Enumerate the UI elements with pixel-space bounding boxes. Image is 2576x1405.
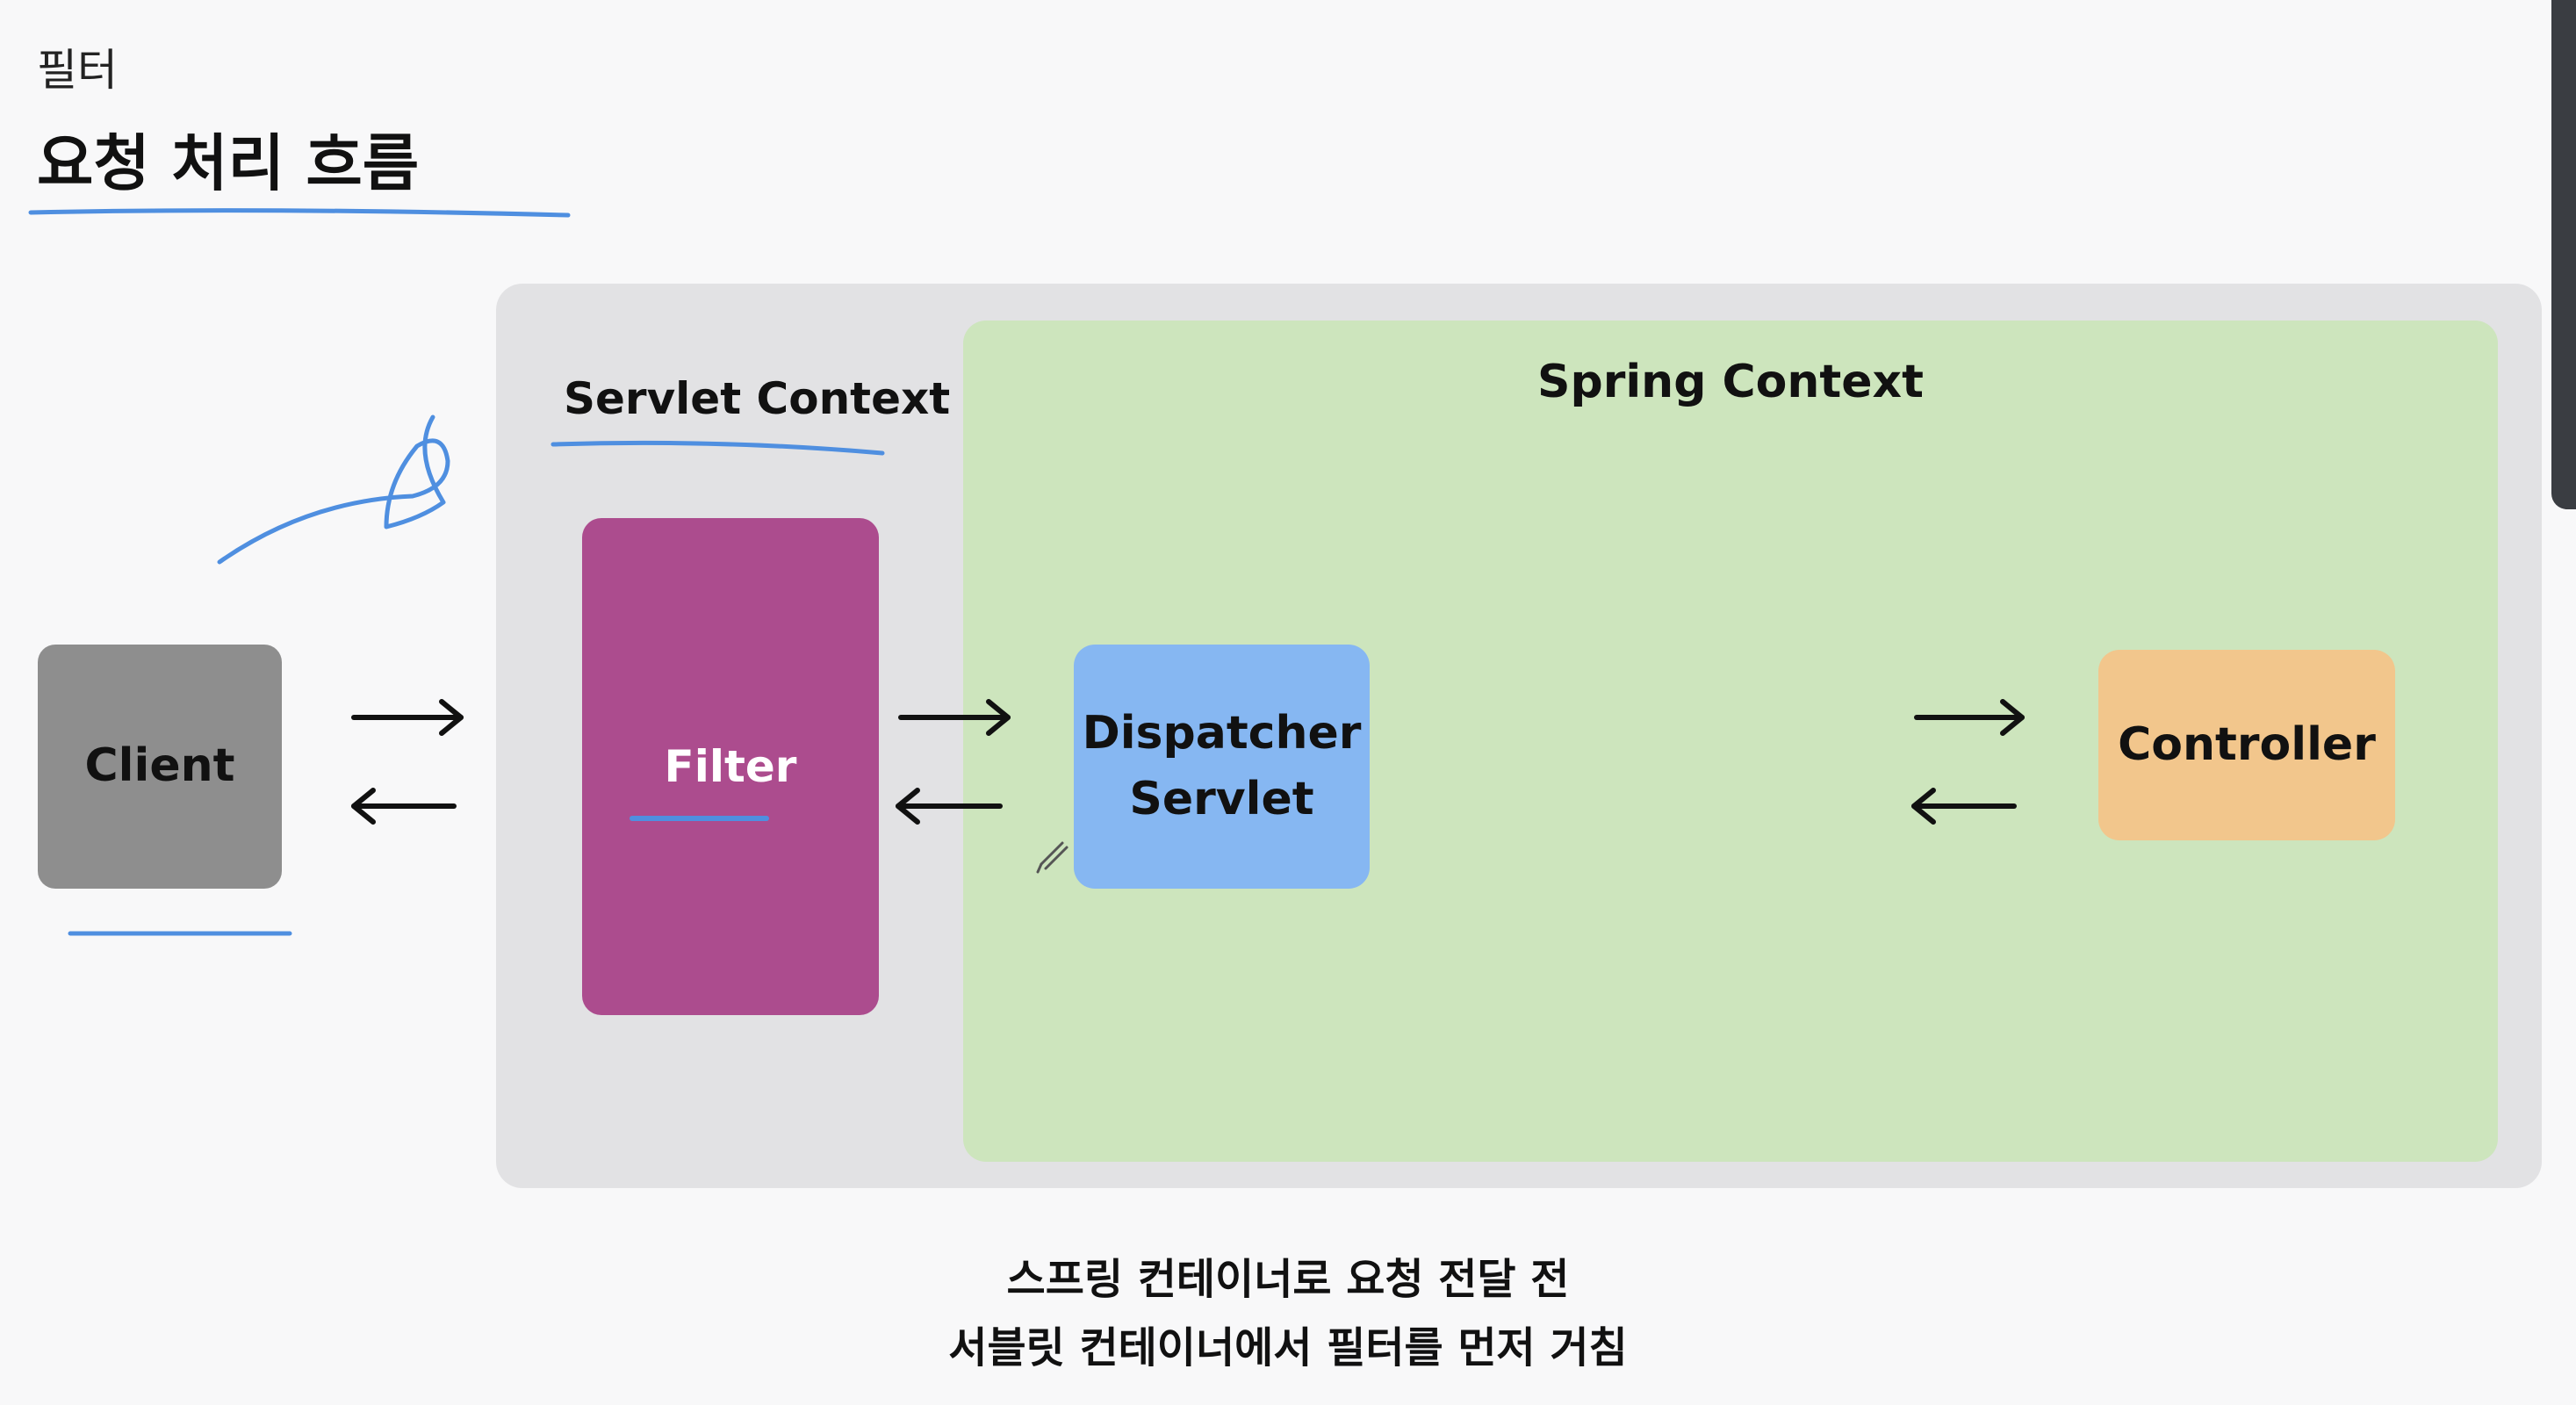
arrow-client-to-filter: [351, 699, 464, 736]
controller-node: Controller: [2098, 650, 2395, 840]
caption: 스프링 컨테이너로 요청 전달 전 서블릿 컨테이너에서 필터를 먼저 거침: [0, 1245, 2576, 1382]
filter-label: Filter: [664, 740, 797, 792]
hand-drawn-scribble: [217, 414, 450, 565]
controller-label: Controller: [2118, 717, 2376, 771]
servlet-context-label: Servlet Context: [564, 373, 951, 424]
window-edge: [2551, 0, 2576, 509]
caption-line1: 스프링 컨테이너로 요청 전달 전: [1006, 1255, 1570, 1304]
spring-context-label: Spring Context: [1537, 356, 1924, 408]
arrow-filter-to-client: [351, 788, 457, 825]
slide-title: 요청 처리 흐름: [37, 127, 420, 199]
slide-subtitle: 필터: [37, 45, 118, 96]
dispatcher-label-line2: Servlet: [1129, 773, 1314, 825]
caption-line2: 서블릿 컨테이너에서 필터를 먼저 거침: [948, 1323, 1628, 1373]
dispatcher-label-line1: Dispatcher: [1082, 706, 1362, 760]
title-underline: [28, 208, 571, 218]
client-label: Client: [84, 739, 235, 793]
dispatcher-servlet-node: Dispatcher Servlet: [1074, 645, 1370, 889]
client-node: Client: [38, 645, 282, 889]
filter-node: Filter: [582, 518, 879, 1015]
